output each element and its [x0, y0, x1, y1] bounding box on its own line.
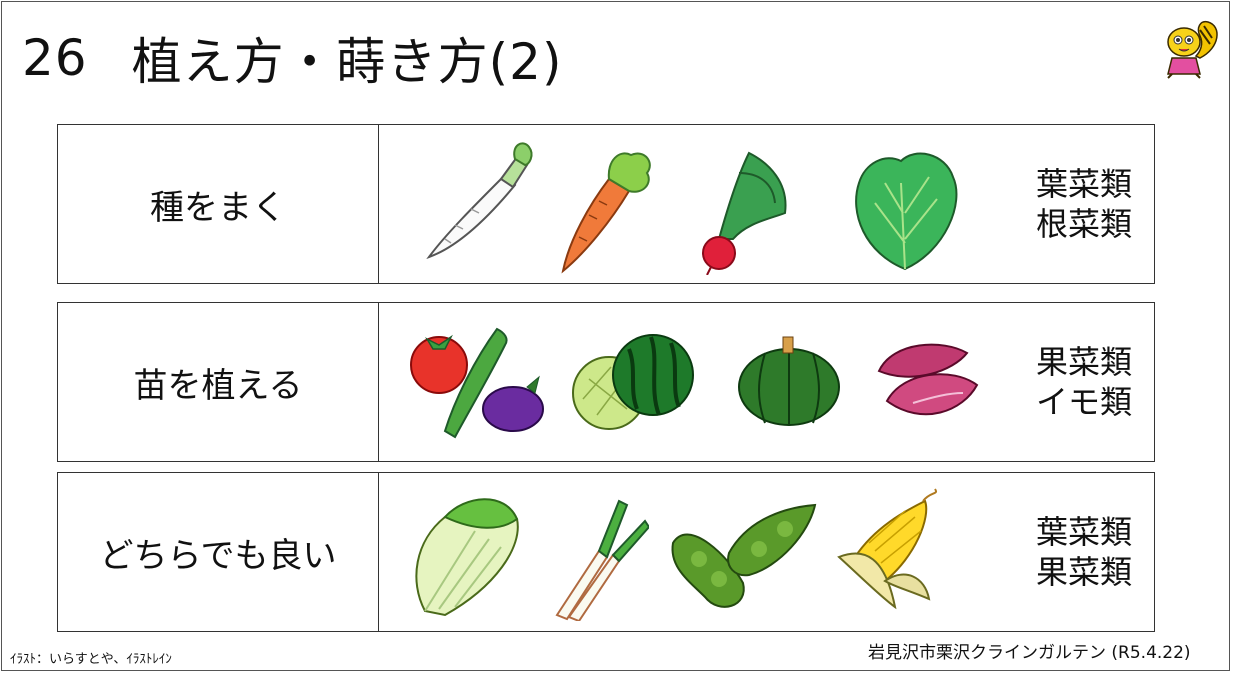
leaf-lettuce-icon	[855, 152, 958, 271]
vegetable-pictures: 葉菜類 根菜類	[379, 125, 1154, 283]
row-sow-seeds: 種をまく 葉菜類 根菜類	[57, 124, 1155, 284]
category-label: 果菜類	[1035, 553, 1132, 591]
edamame-icon	[671, 503, 817, 608]
row-label: どちらでも良い	[58, 473, 379, 631]
illustration-credit: ｲﾗｽﾄ：いらすとや、ｲﾗｽﾄﾚｲﾝ	[10, 652, 172, 667]
melon-watermelon-icon	[572, 334, 694, 430]
napa-cabbage-icon	[415, 498, 519, 617]
sweet-potato-icon	[877, 343, 979, 416]
row-either: どちらでも良い 葉菜類 果菜類	[57, 472, 1155, 632]
title-number: 26	[22, 29, 88, 87]
category-labels: 葉菜類 根菜類	[1036, 164, 1132, 244]
vegetable-pictures: 葉菜類 果菜類	[379, 473, 1154, 631]
title-text: 植え方・蒔き方(2)	[131, 33, 563, 91]
vegetable-pictures: 果菜類 イモ類	[379, 303, 1154, 461]
pumpkin-icon	[738, 336, 840, 426]
carrot-icon	[561, 152, 651, 274]
category-label: 根菜類	[1035, 205, 1132, 243]
green-onion-icon	[555, 499, 649, 621]
category-labels: 果菜類 イモ類	[1036, 342, 1132, 422]
daikon-icon	[426, 142, 533, 260]
category-label: 果菜類	[1035, 343, 1132, 381]
organization-note: 岩見沢市栗沢クラインガルテン (R5.4.22)	[868, 643, 1191, 663]
radish-icon	[702, 151, 787, 275]
page-title: 26 植え方・蒔き方(2)	[22, 18, 562, 98]
row-label: 苗を植える	[58, 303, 379, 461]
category-label: イモ類	[1035, 383, 1132, 421]
tomato-cucumber-eggplant-icon	[410, 327, 544, 439]
category-label: 葉菜類	[1035, 165, 1132, 203]
row-plant-seedlings: 苗を植える 果菜類 イモ類	[57, 302, 1155, 462]
row-label: 種をまく	[58, 125, 379, 283]
squirrel-mascot-icon	[1167, 20, 1218, 79]
corn-icon	[837, 488, 937, 610]
category-label: 葉菜類	[1035, 513, 1132, 551]
category-labels: 葉菜類 果菜類	[1036, 512, 1132, 592]
